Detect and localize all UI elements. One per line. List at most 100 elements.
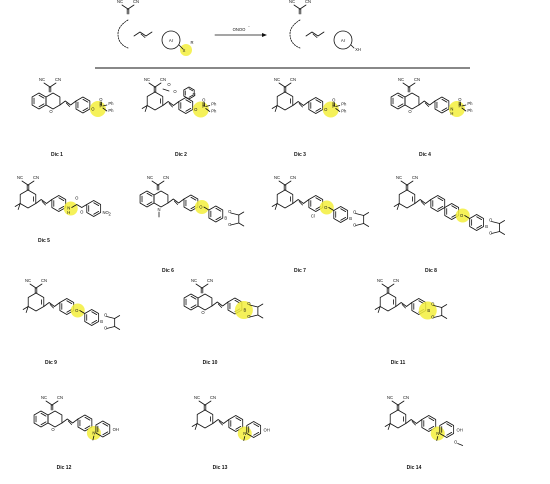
vinyl-linker	[59, 100, 77, 106]
bond	[205, 108, 211, 112]
phenyl-ring	[178, 97, 194, 114]
hydroxyl-label: OH	[113, 427, 119, 432]
phenyl-ring	[246, 421, 262, 438]
cn-label: CN	[414, 77, 420, 82]
bond	[424, 102, 430, 107]
boronate-oxygen: O	[104, 313, 108, 318]
pyran-ring	[45, 92, 61, 110]
bond	[218, 421, 223, 426]
cn-label: CN	[290, 175, 296, 180]
bond	[271, 203, 278, 207]
vinyl-linker	[43, 302, 61, 307]
reactive-site-highlight	[430, 426, 445, 441]
bond	[278, 180, 286, 186]
compound-label: Dic 12	[57, 465, 72, 471]
bond	[146, 192, 153, 197]
bond	[396, 203, 400, 210]
nc-label: NC	[147, 175, 153, 180]
compound-label: Dic 11	[391, 360, 406, 366]
bond	[188, 94, 194, 98]
boron-label: B	[485, 224, 488, 229]
bond	[235, 425, 242, 430]
nc-label: NC	[39, 77, 45, 82]
bond	[204, 400, 212, 406]
bond	[102, 422, 109, 427]
pinacol-ring	[491, 221, 500, 234]
bond	[190, 196, 197, 201]
bond	[401, 304, 406, 309]
bond	[93, 202, 100, 207]
bond	[335, 105, 341, 107]
nitro-subscript: 2	[108, 212, 111, 217]
bond	[140, 33, 146, 38]
compound-label: Dic 3	[294, 152, 306, 158]
bond	[393, 203, 400, 207]
carbazole-nitrogen: N	[92, 431, 95, 436]
hydroxyl-label: OH	[457, 428, 463, 433]
vinyl-linker	[61, 418, 79, 424]
pinacol-ring	[230, 212, 240, 226]
aryl-label: Ar	[169, 38, 174, 43]
ring-oxygen: O	[49, 109, 53, 114]
bond	[298, 201, 303, 206]
methoxy-oxygen: O	[454, 440, 458, 445]
bond	[215, 216, 222, 221]
aryl-ring	[333, 30, 353, 50]
boronate-oxygen: O	[247, 301, 251, 306]
bond	[91, 319, 98, 324]
chloro-label: Cl	[311, 214, 315, 219]
bond	[257, 314, 264, 319]
nc-label: NC	[377, 278, 383, 283]
bond	[102, 431, 109, 436]
bond	[205, 105, 211, 107]
bond	[328, 207, 335, 211]
amide-nitrogen: N	[67, 206, 70, 211]
cn-label: CN	[207, 278, 213, 283]
pyran-ring	[404, 92, 420, 110]
bond	[238, 211, 245, 216]
bond	[215, 207, 222, 212]
bond	[441, 304, 448, 308]
pinacol-ring	[355, 213, 365, 226]
phosphoryl-oxygen: O	[99, 97, 103, 102]
compound-label: Dic 7	[294, 268, 306, 274]
bond	[402, 82, 410, 88]
bond	[102, 107, 108, 112]
boronate-oxygen: O	[431, 302, 435, 307]
ring-nitrogen: N	[157, 207, 160, 212]
bond	[102, 104, 108, 107]
bond	[406, 180, 414, 186]
boron-label: B	[243, 308, 246, 313]
nh-hydrogen: H	[450, 111, 453, 116]
bond	[58, 205, 65, 210]
bond	[335, 108, 341, 112]
boronate-oxygen: O	[247, 314, 251, 319]
bond	[284, 180, 292, 186]
cn-label: CN	[403, 395, 409, 400]
boronate-oxygen: O	[353, 210, 357, 215]
nc-label: NC	[387, 395, 393, 400]
bond	[25, 306, 29, 313]
bond	[315, 99, 322, 104]
bond	[363, 212, 370, 216]
aryl-ring	[161, 30, 181, 50]
hydroxyl-label: OH	[264, 428, 270, 433]
boron-label: B	[100, 319, 103, 324]
phenyl-label: Ph	[341, 109, 347, 114]
bond	[91, 311, 98, 316]
bond	[420, 201, 425, 206]
bond	[157, 180, 165, 186]
bond	[235, 417, 242, 422]
boronate-oxygen: O	[104, 326, 108, 331]
pyridine-ring	[153, 190, 169, 208]
phenyl-label: Ph	[467, 108, 473, 113]
bond	[274, 203, 278, 210]
phosphorus-label: P	[332, 104, 335, 109]
bond	[293, 4, 301, 10]
vinyl-linker	[35, 199, 53, 204]
cyclohexene-ring	[379, 292, 397, 312]
